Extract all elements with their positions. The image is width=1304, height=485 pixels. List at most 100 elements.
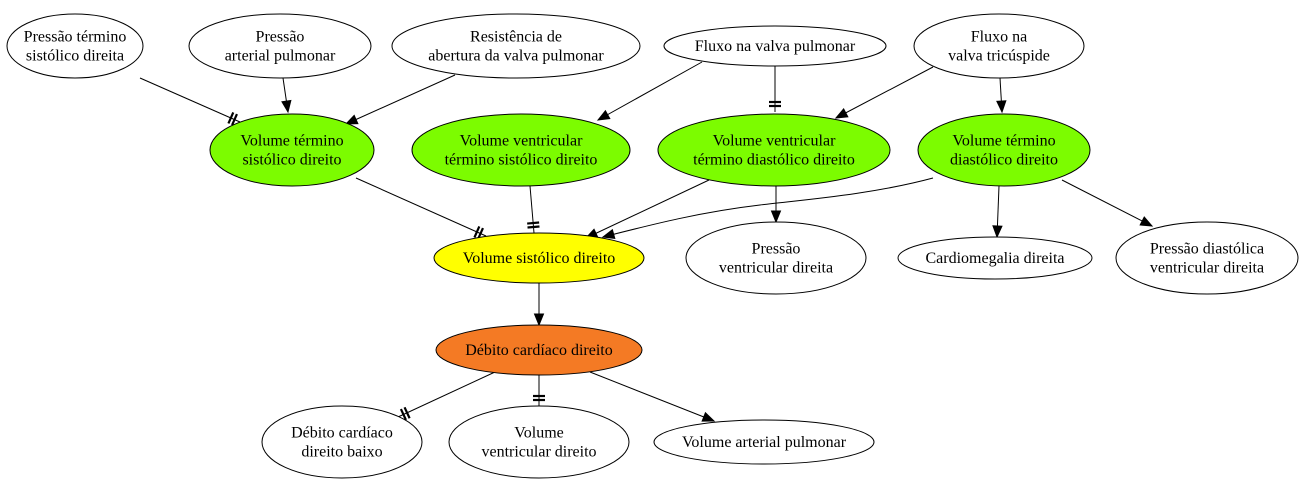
node-pressao-diastolica-ventricular-direita: Pressão diastólica ventricular direita — [1115, 221, 1299, 295]
tee-mark — [399, 408, 407, 421]
node-label-line: término sistólico direito — [445, 152, 598, 169]
node-label-line: Volume término — [952, 133, 1055, 150]
arrowhead — [701, 411, 716, 422]
node-ellipse — [261, 405, 423, 479]
node-ellipse — [448, 405, 630, 479]
edge-line — [589, 371, 715, 422]
node-ellipse — [6, 13, 144, 79]
node-ellipse — [663, 25, 887, 67]
node-label-line: ventricular direito — [481, 444, 596, 461]
node-volume-ventricular-termino-sistolico-direito: Volume ventricular término sistólico dire… — [411, 113, 631, 187]
edge-e5 — [769, 66, 781, 112]
tee-mark — [231, 113, 238, 126]
arrowhead — [533, 313, 545, 327]
node-label-line: Fluxo na valva pulmonar — [695, 38, 856, 55]
node-label-line: Débito cardíaco direito — [465, 342, 613, 359]
node-ellipse — [391, 13, 641, 79]
node-volume-ventricular-direito: Volume ventricular direito — [448, 405, 630, 479]
node-volume-sistolico-direito: Volume sistólico direito — [433, 232, 645, 284]
node-pressao-arterial-pulmonar: Pressão arterial pulmonar — [188, 13, 372, 79]
node-cardiomegalia-direita: Cardiomegalia direita — [897, 236, 1093, 280]
edge-line — [397, 371, 496, 418]
node-ellipse — [897, 236, 1093, 280]
node-ellipse — [188, 13, 372, 79]
arrowhead — [281, 99, 292, 114]
node-label-line: Pressão diastólica — [1150, 241, 1264, 258]
node-label-line: Volume — [514, 425, 563, 442]
node-label-line: valva tricúspide — [948, 48, 1050, 65]
tee-mark — [403, 406, 411, 419]
node-ellipse — [685, 221, 867, 295]
edge-e4 — [596, 61, 703, 121]
edge-e3 — [344, 74, 456, 125]
node-ellipse — [209, 113, 375, 187]
node-label-line: Pressão — [256, 29, 305, 46]
edge-line — [602, 177, 934, 238]
node-label-line: ventricular direita — [1150, 260, 1264, 277]
node-label-line: sistólico direito — [242, 152, 341, 169]
node-label-line: Pressão — [752, 241, 801, 258]
edge-line — [835, 66, 934, 119]
node-label-line: sistólico direita — [26, 48, 124, 65]
arrowhead — [834, 108, 849, 119]
node-ellipse — [917, 113, 1091, 187]
arrowhead — [1139, 216, 1154, 227]
node-label-line: Cardiomegalia direita — [925, 250, 1064, 267]
node-label-line: diastólico direito — [950, 152, 1058, 169]
arrowhead — [601, 228, 616, 239]
node-ellipse — [435, 324, 643, 376]
tee-mark — [527, 221, 540, 225]
node-fluxo-valva-pulmonar: Fluxo na valva pulmonar — [663, 25, 887, 67]
arrowhead — [770, 210, 782, 224]
edge-e6 — [834, 66, 934, 119]
node-label-line: abertura da valva pulmonar — [428, 48, 604, 65]
edge-e2 — [281, 77, 292, 114]
node-ellipse — [411, 113, 631, 187]
node-debito-cardiaco-direito: Débito cardíaco direito — [435, 324, 643, 376]
edge-e10 — [584, 179, 710, 239]
edge-line — [139, 77, 241, 123]
node-label-line: Pressão término — [24, 29, 127, 46]
node-ellipse — [653, 419, 875, 465]
edge-e7 — [996, 77, 1007, 114]
node-label-line: ventricular direita — [719, 260, 833, 277]
node-label-line: Volume ventricular — [460, 133, 583, 150]
node-label-line: Volume arterial pulmonar — [682, 434, 847, 451]
edge-e1 — [139, 77, 241, 126]
node-ellipse — [433, 232, 645, 284]
edge-e17 — [533, 375, 545, 406]
node-volume-termino-diastolico-direito: Volume término diastólico direito — [917, 113, 1091, 187]
edge-e13 — [992, 185, 1003, 239]
edge-line — [355, 177, 487, 237]
edge-e12 — [770, 186, 782, 224]
node-label-line: término diastólico direito — [693, 152, 855, 169]
edge-line — [597, 61, 703, 121]
node-ellipse — [913, 13, 1085, 79]
node-ellipse — [657, 113, 891, 187]
node-resistencia-abertura-valva-pulmonar: Resistência de abertura da valva pulmonar — [391, 13, 641, 79]
edge-e9 — [527, 185, 540, 234]
node-label-line: Volume sistólico direito — [463, 250, 616, 267]
node-label-line: arterial pulmonar — [225, 48, 336, 65]
node-label-line: Resistência de — [470, 29, 562, 46]
arrowhead — [596, 109, 611, 121]
node-ellipse — [1115, 221, 1299, 295]
arrowhead — [344, 114, 359, 125]
arrowhead — [992, 225, 1003, 239]
node-pressao-ventricular-direita: Pressão ventricular direita — [685, 221, 867, 295]
node-volume-arterial-pulmonar: Volume arterial pulmonar — [653, 419, 875, 465]
tee-mark — [227, 112, 235, 124]
node-label-line: Volume ventricular — [713, 133, 836, 150]
edge-e16 — [397, 371, 496, 421]
node-label-line: Débito cardíaco — [291, 425, 393, 442]
edge-e14 — [1061, 179, 1154, 227]
edge-line — [345, 74, 456, 125]
tee-mark — [473, 225, 481, 238]
node-volume-ventricular-termino-diastolico-direito: Volume ventricular término diastólico dir… — [657, 113, 891, 187]
edge-line — [585, 179, 710, 239]
